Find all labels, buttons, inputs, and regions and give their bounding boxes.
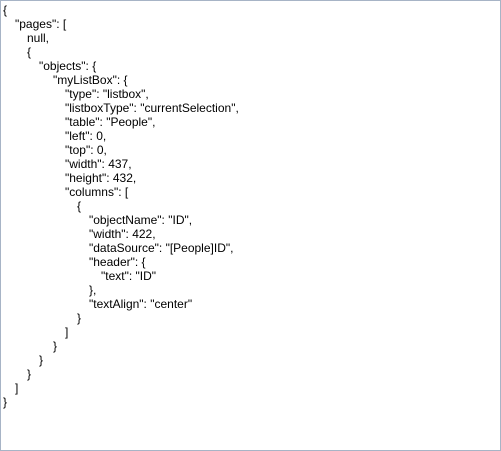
code-line: } <box>53 339 58 353</box>
code-line: { <box>27 45 32 59</box>
code-line: "header": { <box>89 255 146 269</box>
code-line: { <box>77 199 82 213</box>
code-line: "text": "ID" <box>101 269 157 283</box>
code-line: "type": "listbox", <box>65 87 149 101</box>
code-line: "pages": [ <box>15 17 67 31</box>
code-line: } <box>27 367 32 381</box>
code-line: }, <box>89 283 97 297</box>
code-line: "left": 0, <box>65 129 107 143</box>
code-line: { <box>3 3 8 17</box>
code-line: ] <box>65 325 69 339</box>
code-line: "height": 432, <box>65 171 137 185</box>
code-line: "width": 422, <box>89 227 156 241</box>
code-line: } <box>3 395 8 409</box>
code-line: "dataSource": "[People]ID", <box>89 241 234 255</box>
code-line: ] <box>15 381 19 395</box>
code-line: } <box>77 311 82 325</box>
code-line: "myListBox": { <box>53 73 128 87</box>
code-line: "objectName": "ID", <box>89 213 193 227</box>
code-line: "objects": { <box>39 59 97 73</box>
code-line: "table": "People", <box>65 115 156 129</box>
code-line: null, <box>27 31 50 45</box>
code-line: } <box>39 353 44 367</box>
code-line: "listboxType": "currentSelection", <box>65 101 239 115</box>
json-code-text: {"pages": [null,{"objects": {"myListBox"… <box>3 3 239 409</box>
code-line: "top": 0, <box>65 143 107 157</box>
code-line: "width": 437, <box>65 157 132 171</box>
code-line: "textAlign": "center" <box>89 297 193 311</box>
code-line: "columns": [ <box>65 185 129 199</box>
